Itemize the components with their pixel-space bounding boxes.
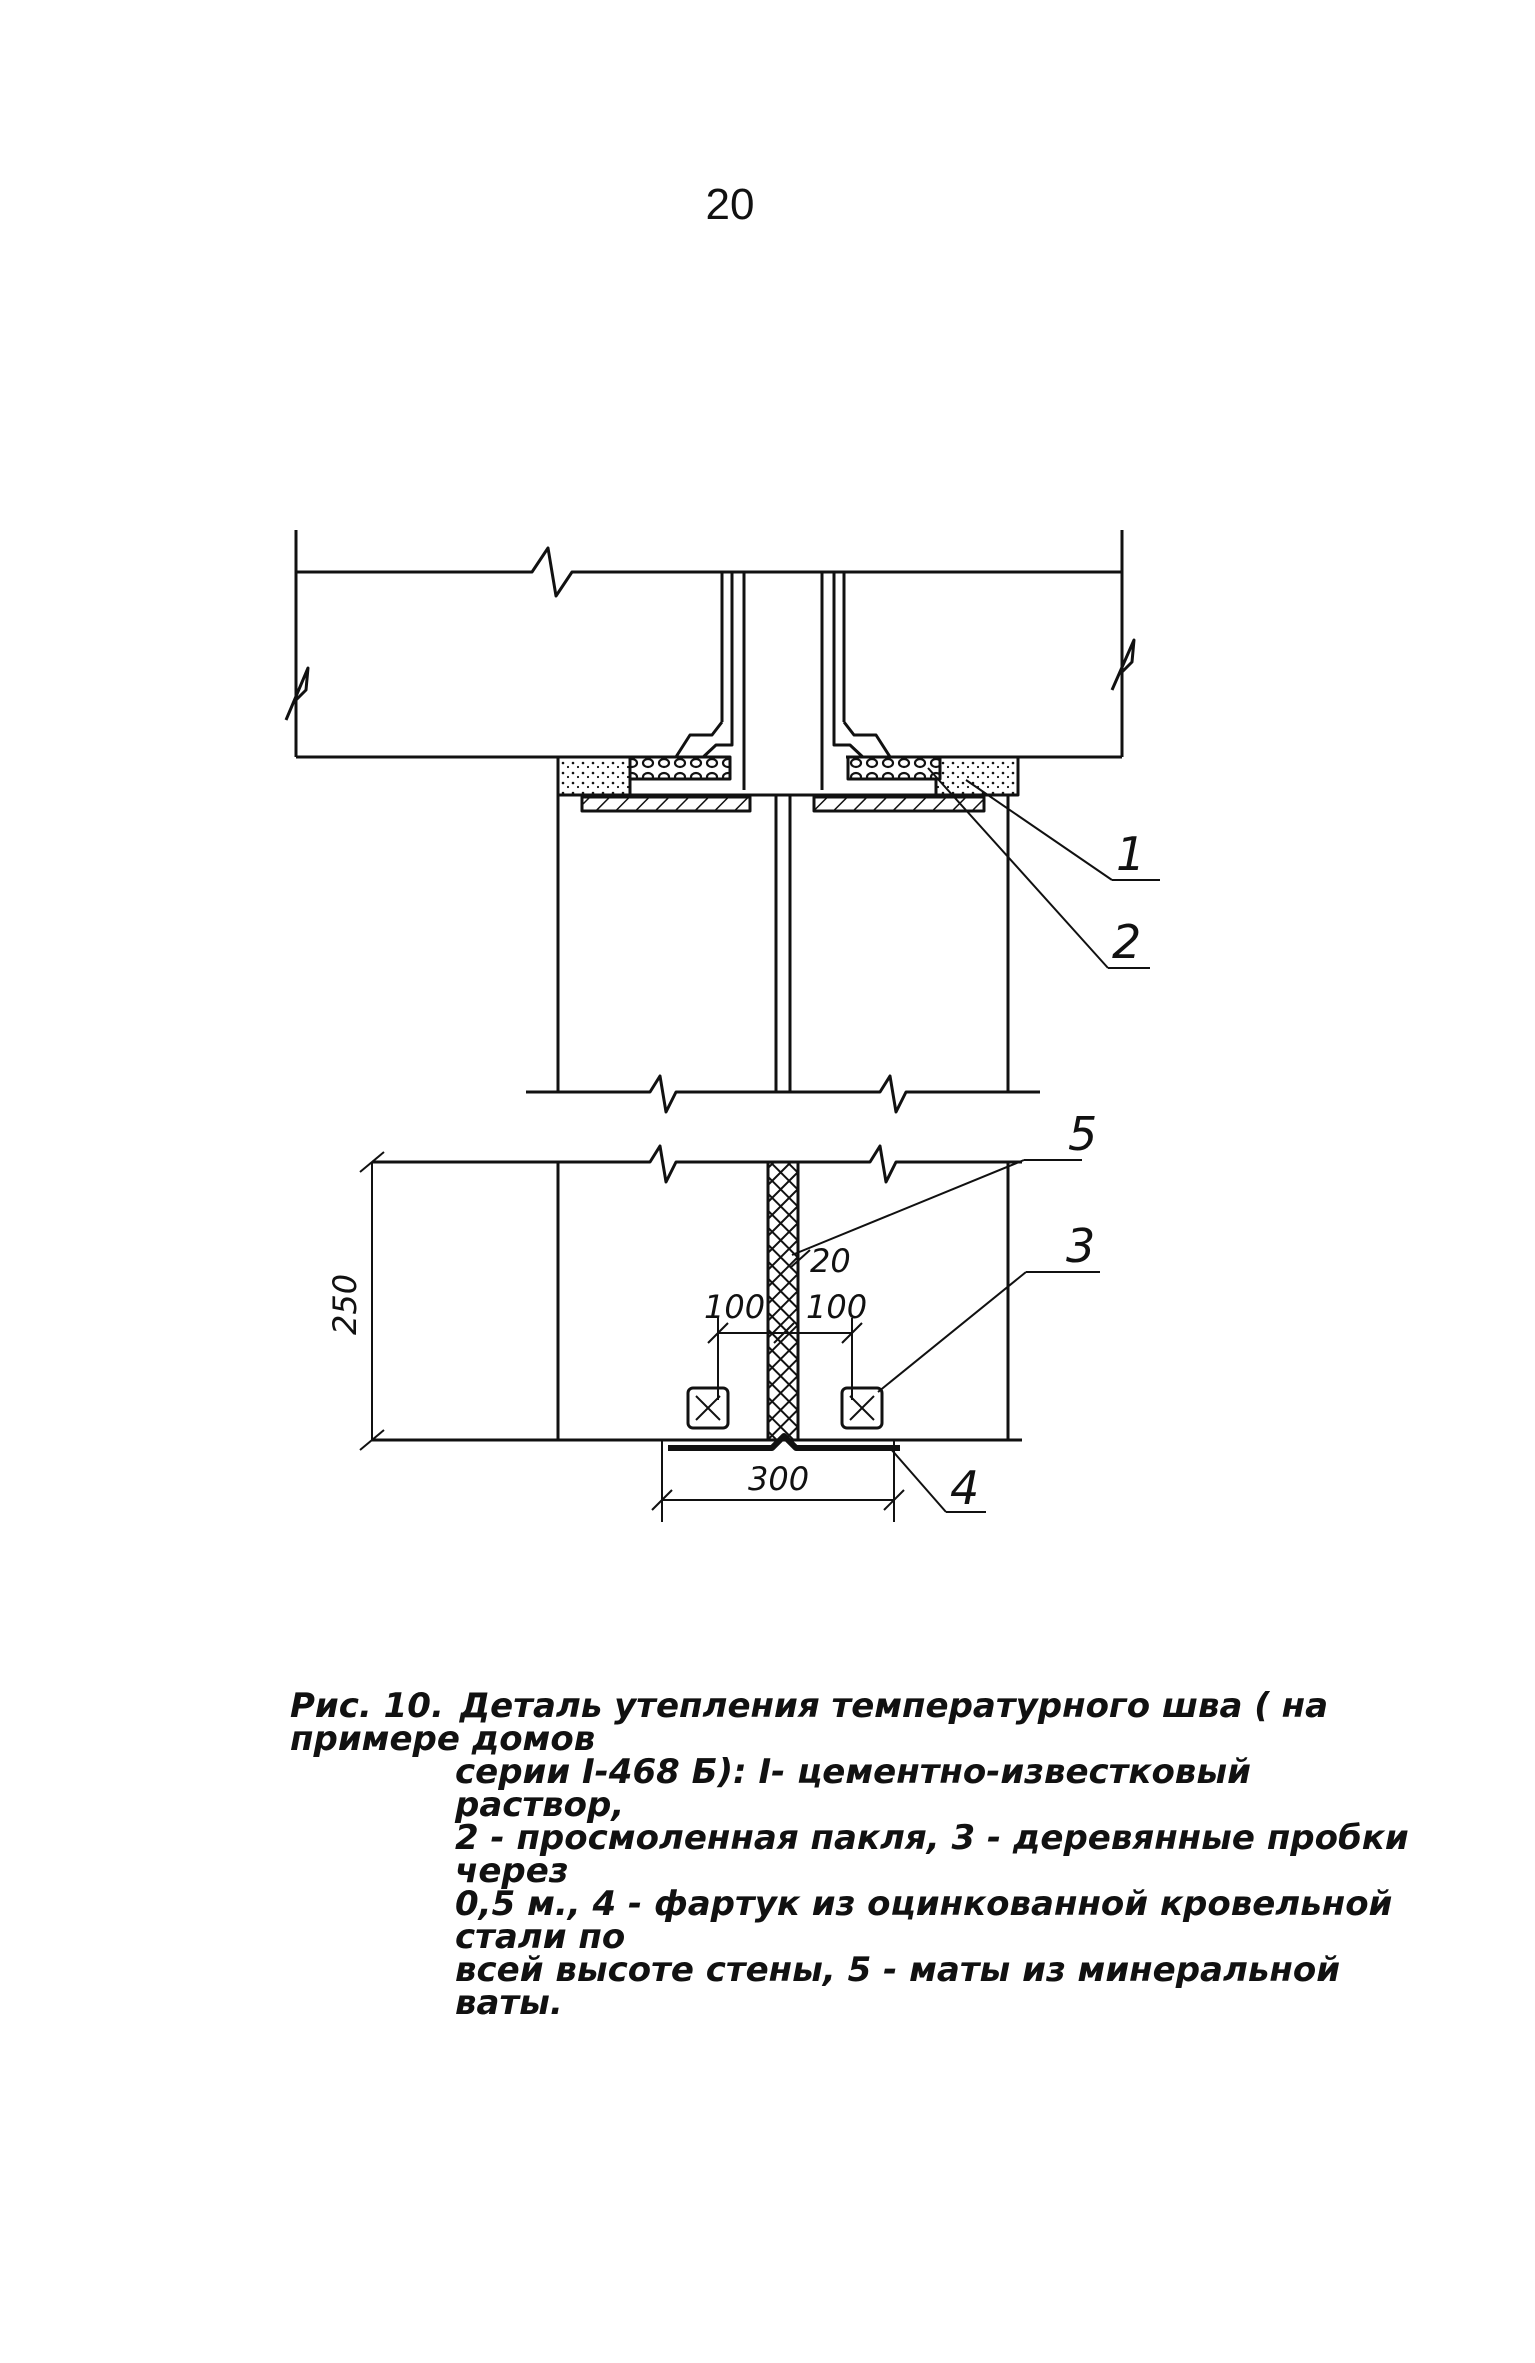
caption-label: Рис. 10. — [290, 1686, 444, 1726]
callout-3: 3 — [1066, 1219, 1095, 1273]
upper-wall-blocks — [526, 793, 1040, 1114]
caption-line-5: всей высоте стены, 5 - маты из минеральн… — [455, 1950, 1341, 2023]
thermal-joint-diagram: 1 2 3 4 5 250 20 100 100 300 — [284, 530, 1160, 1522]
dimension-lines — [359, 1151, 905, 1522]
callout-4: 4 — [950, 1461, 979, 1515]
caption-line-4: 0,5 м., 4 - фартук из оцинкованной крове… — [455, 1884, 1393, 1957]
steel-apron — [668, 1433, 900, 1451]
dimension-height: 250 — [326, 1274, 364, 1335]
wooden-plug-left — [686, 1386, 730, 1430]
floor-slab — [284, 530, 1136, 759]
callout-5: 5 — [1068, 1107, 1097, 1161]
caption-line-1: Деталь утепления температурного шва ( на… — [290, 1686, 1329, 1759]
callout-2: 2 — [1112, 915, 1141, 969]
dimension-left-offset: 100 — [704, 1288, 765, 1326]
caption-line-2: серии I-468 Б): I- цементно-известковый … — [455, 1752, 1251, 1825]
mineral-wool-mat — [766, 1160, 800, 1442]
wooden-plug-right — [840, 1386, 884, 1430]
dimension-apron-width: 300 — [748, 1460, 809, 1498]
leader-lines — [791, 767, 1160, 1513]
callout-1: 1 — [1116, 827, 1145, 881]
page-number: 20 — [705, 180, 755, 229]
caption-line-3: 2 - просмоленная пакля, 3 - деревянные п… — [455, 1818, 1409, 1891]
dimension-right-offset: 100 — [806, 1288, 867, 1326]
mortar-layer — [556, 755, 1020, 813]
figure-caption: Рис. 10.Деталь утепления температурного … — [290, 1689, 1410, 2023]
dimension-gap: 20 — [810, 1242, 851, 1280]
